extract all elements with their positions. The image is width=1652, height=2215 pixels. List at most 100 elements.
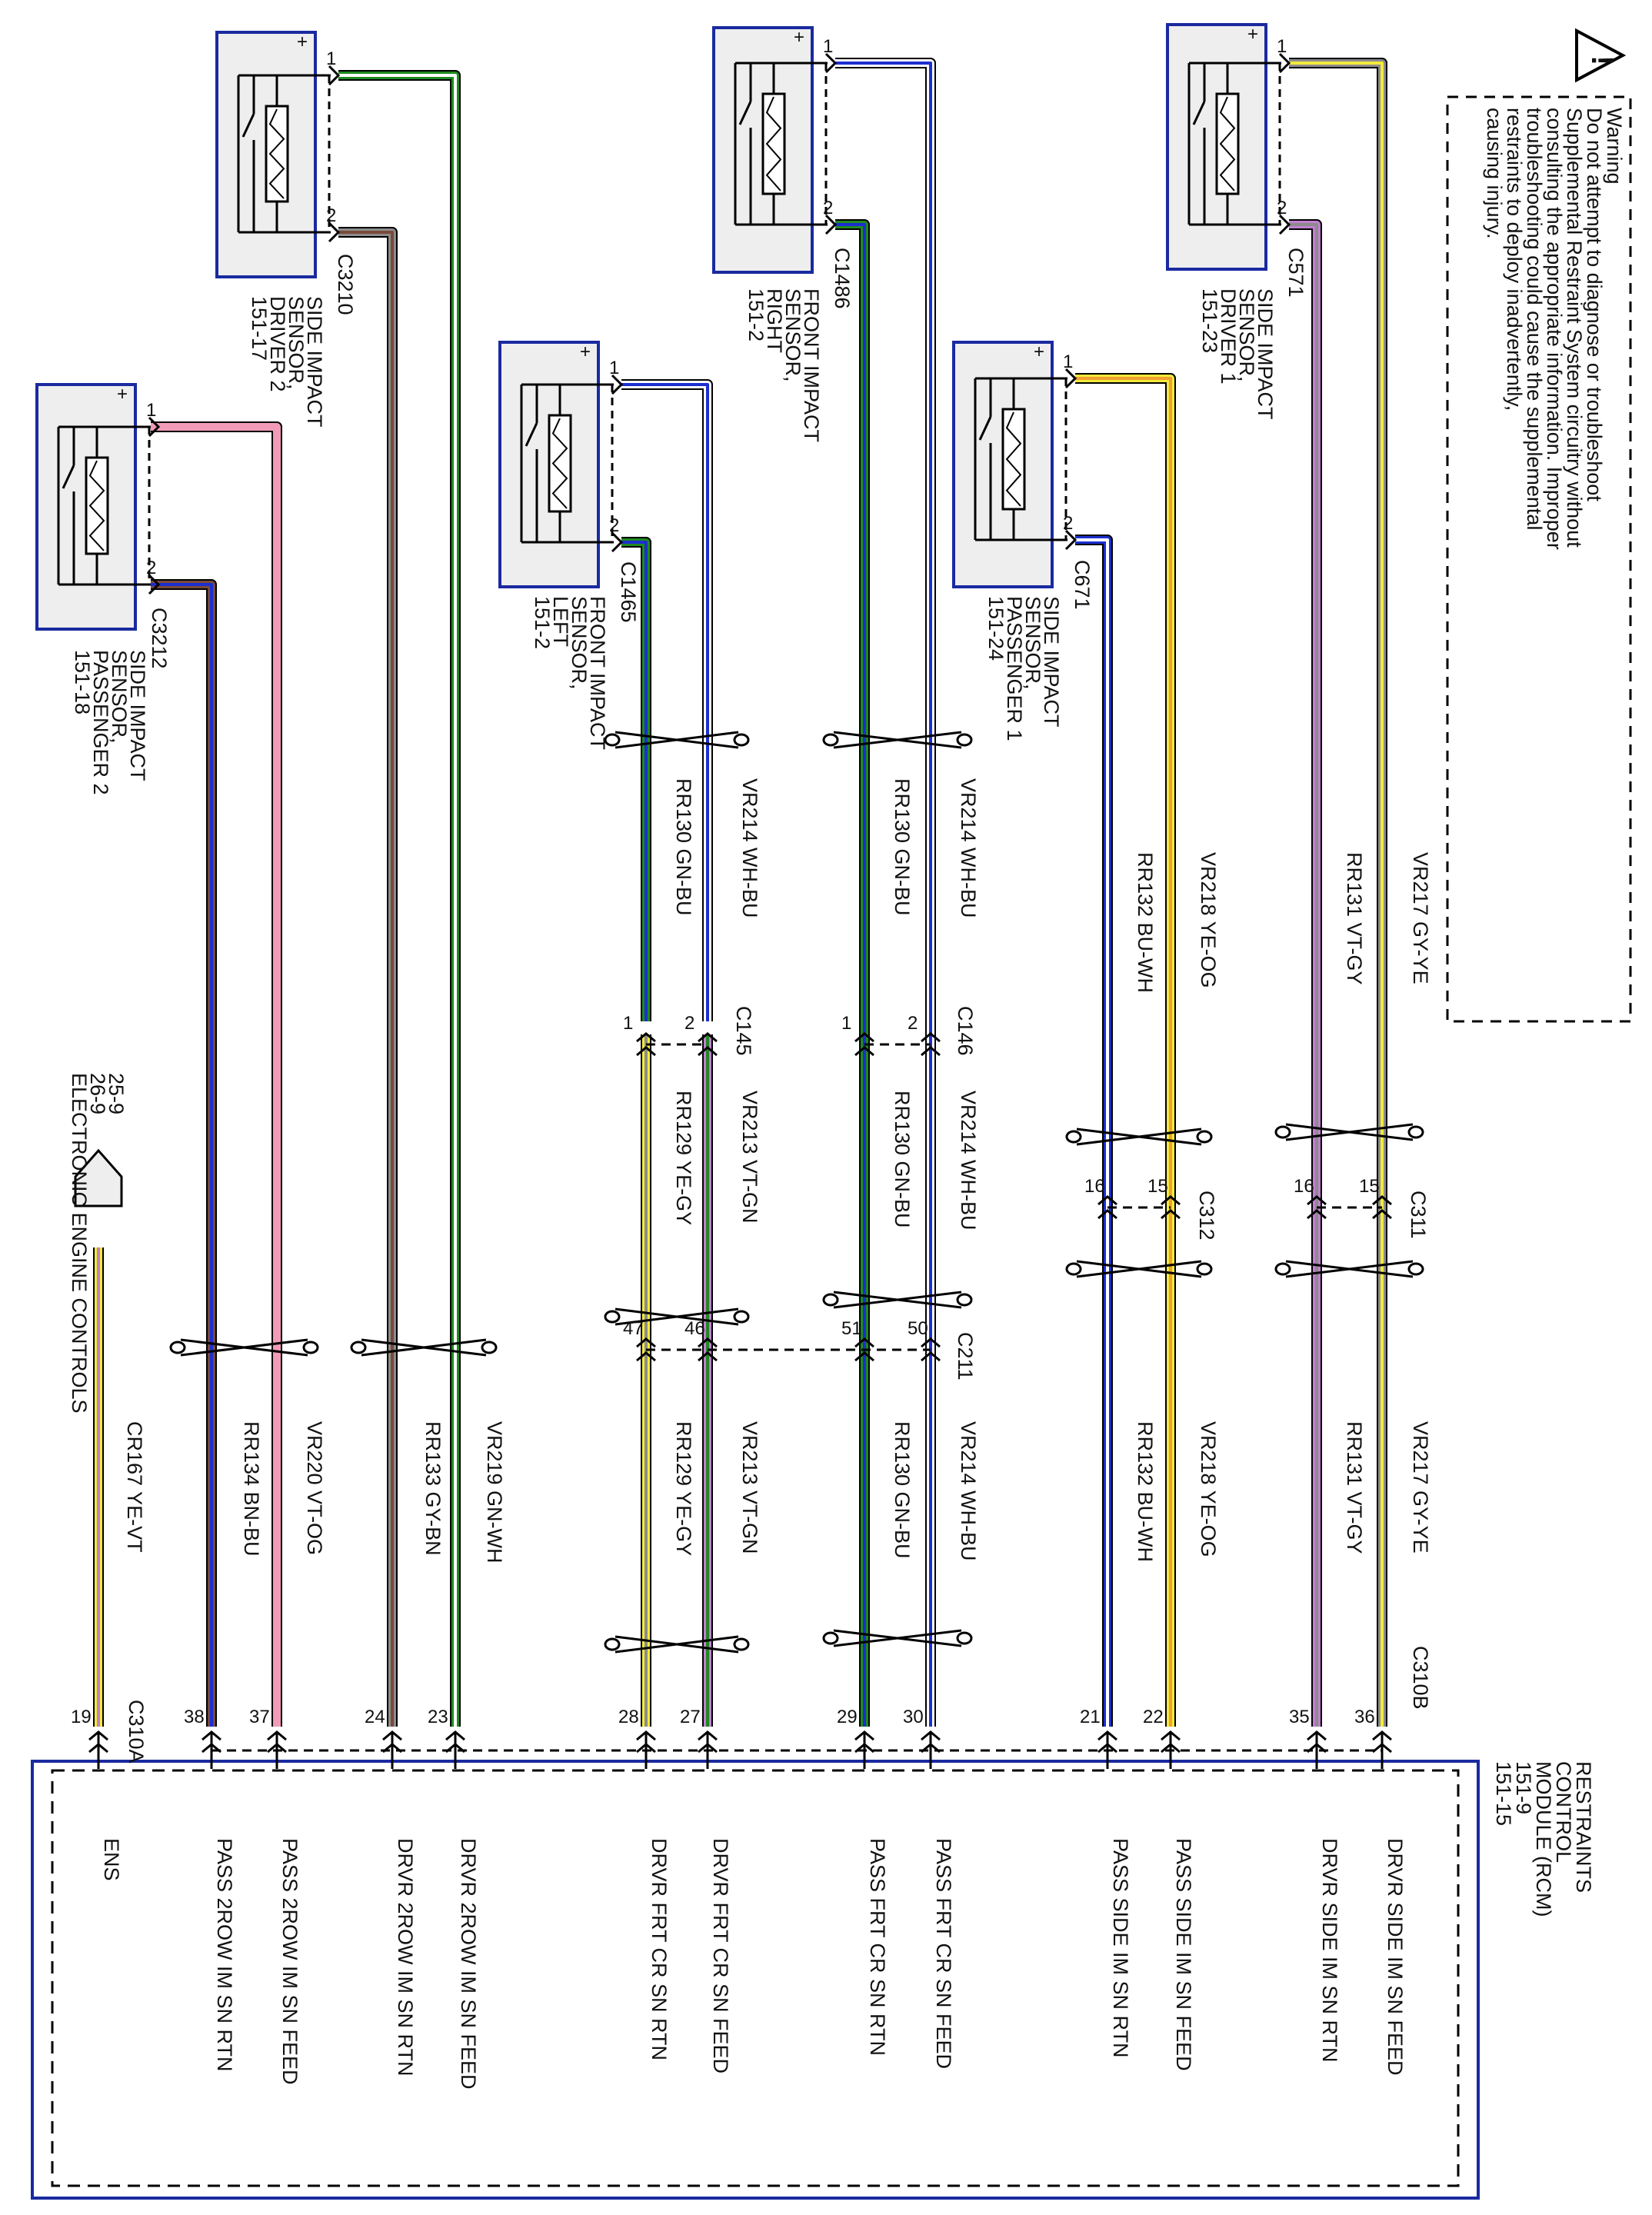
rcm-pin-label: DRVR FRT CR SN RTN: [648, 1838, 671, 2060]
twisted-pair-mark: [604, 1307, 750, 1326]
sensor-name-sdp1-line: SIDE IMPACT: [1040, 596, 1063, 728]
sensor-pin-terminal: [1278, 52, 1291, 74]
sensor-name-sdp2-line: 151-18: [71, 650, 94, 714]
sensor-name-sdp2-line: PASSENGER 2: [89, 650, 112, 795]
rcm-pin-label: PASS 2ROW IM SN FEED: [278, 1838, 301, 2085]
switch-icon: [241, 113, 255, 138]
wires-layer: [93, 58, 1387, 1727]
sensor-connector-label: C3212: [148, 608, 171, 669]
sensor-name-sdd1-line: 151-23: [1198, 288, 1221, 353]
wire-vr214-right: [835, 58, 936, 1727]
inline-pin-number: 2: [908, 1013, 918, 1034]
sensor-name-fl-line: SENSOR,: [568, 596, 591, 690]
polarity-plus-icon: +: [117, 384, 128, 405]
pin-terminal: [921, 1046, 941, 1057]
sensor-name-sdp2-line: SENSOR,: [108, 650, 131, 744]
inline-pin-number: 15: [1147, 1176, 1168, 1197]
rcm-pin-number: 24: [365, 1707, 385, 1727]
sensor-sdd2: +: [215, 31, 331, 278]
pin-terminal: [1307, 1209, 1327, 1220]
rcm-pin-label: PASS FRT CR SN RTN: [866, 1838, 889, 2056]
rcm-pin-number: 27: [680, 1707, 701, 1727]
inline-connector-label: C311: [1407, 1191, 1430, 1239]
rcm-title-line: 151-15: [1492, 1761, 1515, 1826]
inline-pin-number: 47: [623, 1318, 644, 1339]
warning-text-line: troubleshooting could cause the suppleme…: [1523, 108, 1546, 530]
sensor-name-sdd1-line: SENSOR,: [1235, 288, 1258, 382]
twisted-pair-mark: [350, 1338, 498, 1357]
pin-terminal: [921, 1337, 941, 1348]
circuit-label: CR167 YE-VT: [123, 1421, 146, 1553]
wire-rr130-right: [835, 219, 870, 1727]
sensor-name-fl-line: FRONT IMPACT: [586, 596, 609, 750]
warning-text-line: causing injury.: [1483, 108, 1506, 239]
pin-terminal: [1161, 1195, 1181, 1206]
circuit-label: RR132 BU-WH: [1134, 1421, 1157, 1562]
sensor-name-sdp1-line: PASSENGER 1: [1003, 596, 1026, 741]
rcm-pin-label: PASS 2ROW IM SN RTN: [213, 1838, 236, 2072]
rcm-pin-label: PASS SIDE IM SN FEED: [1172, 1838, 1195, 2071]
twisted-pair-mark: [169, 1338, 319, 1357]
inline-pin-number: 1: [841, 1013, 851, 1034]
sensor-sdp1: +: [952, 341, 1067, 588]
pin-terminal: [1097, 1195, 1117, 1206]
circuit-label: RR132 BU-WH: [1134, 852, 1157, 993]
pin-terminal: [698, 1046, 718, 1057]
switch-icon: [525, 422, 538, 447]
pin-terminal: [1372, 1209, 1392, 1220]
engine-controls-label-line: ELECTRONIC ENGINE CONTROLS: [68, 1073, 91, 1414]
rcm-connector-b: C310B: [1409, 1646, 1432, 1710]
rcm-pin-number: 35: [1289, 1707, 1310, 1727]
warning-text-line: Supplemental Restraint System circuitry …: [1563, 108, 1586, 548]
wire-rr132: [1075, 535, 1113, 1727]
sensor-name-sdp2-line: SIDE IMPACT: [126, 650, 149, 781]
inline-pin-number: 2: [684, 1013, 694, 1034]
sensor-name-fr-line: 151-2: [744, 288, 768, 341]
circuit-label: VR217 GY-YE: [1409, 1421, 1432, 1554]
wire-rr134: [151, 579, 217, 1727]
rcm-pin-number: 22: [1143, 1707, 1164, 1727]
twisted-pair-mark: [1274, 1123, 1424, 1141]
pin-terminal: [921, 1351, 941, 1362]
sensor-name-sdd2-line: SIDE IMPACT: [303, 296, 326, 428]
sensor-pin-terminal: [611, 531, 624, 553]
pin-terminal: [1097, 1209, 1117, 1220]
pin-terminal: [698, 1032, 718, 1043]
pin-terminal: [854, 1046, 874, 1057]
sensor-name-sdd2-line: SENSOR,: [285, 296, 308, 390]
sensor-connector-label: C3210: [334, 254, 357, 315]
sensor-name-fr-line: RIGHT: [763, 288, 786, 353]
sensor-pin-terminal: [1064, 529, 1077, 551]
rcm-pin-label: DRVR SIDE IM SN FEED: [1384, 1838, 1407, 2076]
inline-pin-number: 16: [1294, 1176, 1314, 1197]
pin-terminal: [854, 1337, 874, 1348]
sensor-pin-1: 1: [1063, 351, 1073, 372]
polarity-plus-icon: +: [794, 27, 804, 48]
pin-terminal: [698, 1337, 718, 1348]
sensor-pin-terminal: [148, 416, 161, 438]
pin-terminal: [636, 1032, 656, 1043]
twisted-pair-mark: [604, 1635, 750, 1654]
rcm-title-line: 151-9: [1512, 1761, 1535, 1814]
sensor-name-sdp1-line: SENSOR,: [1021, 596, 1044, 690]
pin-terminal: [854, 1032, 874, 1043]
inline-connector-label: C312: [1195, 1191, 1218, 1241]
circuit-label: VR219 GN-WH: [483, 1421, 506, 1564]
sensor-pin-terminal: [1278, 214, 1291, 235]
sensor-connector-label: C1486: [831, 248, 854, 309]
wire-rr131: [1289, 219, 1322, 1727]
pin-terminal: [698, 1351, 718, 1362]
sensor-pin-2: 2: [146, 558, 156, 578]
pin-terminal: [1307, 1195, 1327, 1206]
rcm-pin-label: PASS FRT CR SN FEED: [932, 1838, 955, 2069]
sensor-pin-2: 2: [326, 205, 336, 226]
switch-icon: [978, 416, 992, 441]
circuit-label: RR130 GN-BU: [891, 778, 914, 916]
rcm-pin-number: 28: [618, 1707, 639, 1727]
inline-pin-number: 15: [1359, 1176, 1380, 1197]
twisted-pair-mark: [1065, 1260, 1213, 1278]
sensor-pin-1: 1: [146, 400, 156, 421]
hardware-layer: ++++++: [31, 23, 1632, 2200]
rcm-module-box: [31, 1760, 1480, 2200]
twisted-pair-mark: [1065, 1127, 1213, 1146]
